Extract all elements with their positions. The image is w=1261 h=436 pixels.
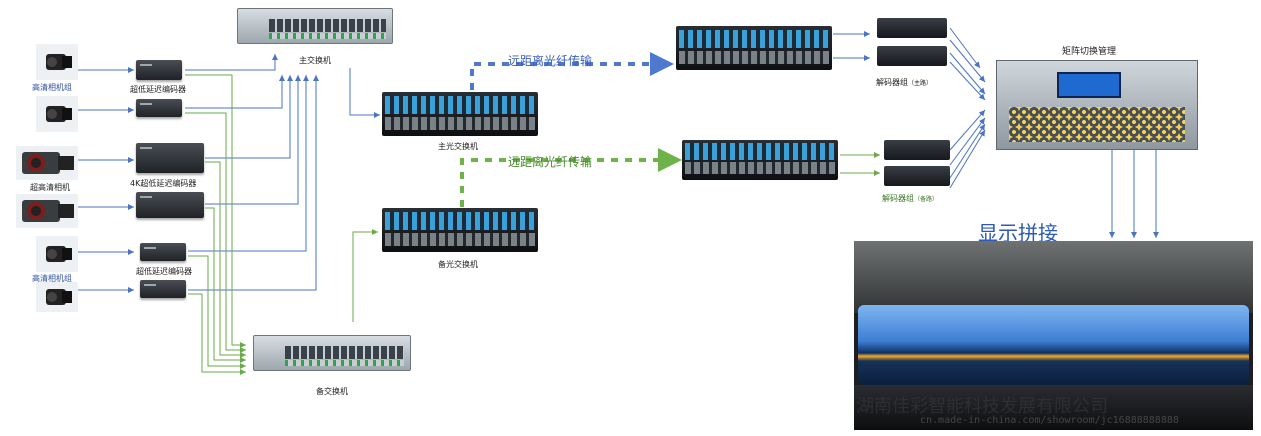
hd-camera-4 xyxy=(36,282,78,312)
camera-icon xyxy=(22,152,74,174)
hd-camera-3 xyxy=(36,236,78,272)
remote-fiber-switch-main xyxy=(676,26,832,70)
main-switch xyxy=(237,8,393,44)
low-latency-encoder-1-label: 超低延迟编码器 xyxy=(130,85,186,94)
matrix-switcher xyxy=(996,60,1198,150)
fiber-link-main xyxy=(470,52,674,90)
decoder-group-backup-name: 解码器组 xyxy=(882,194,914,203)
hd-camera-1 xyxy=(36,44,78,80)
uhd-4k-encoder-2 xyxy=(136,192,204,218)
remote-fiber-switch-backup xyxy=(682,140,838,180)
uhd-camera-label: 超高清相机 xyxy=(30,183,70,192)
decoder-main-2 xyxy=(877,46,947,66)
low-latency-encoder-2 xyxy=(136,99,182,117)
camera-icon xyxy=(46,246,72,262)
camera-icon xyxy=(46,106,72,122)
hd-camera-2 xyxy=(36,96,78,132)
decoder-backup-1 xyxy=(884,140,950,160)
main-fiber-switch-label: 主光交换机 xyxy=(438,142,478,151)
uhd-4k-encoder-label: 4K超低延迟编码器 xyxy=(130,179,197,188)
decoder-group-main-tag: （主路） xyxy=(908,80,933,87)
fiber-transmission-backup-label: 远距离光纤传输 xyxy=(508,155,593,169)
camera-icon xyxy=(22,200,74,222)
decoder-backup-2 xyxy=(884,166,950,186)
main-fiber-switch xyxy=(382,92,538,136)
hd-camera-group-1-label: 高清相机组 xyxy=(32,83,72,92)
matrix-switch-label: 矩阵切换管理 xyxy=(1062,47,1117,57)
video-wall-photo xyxy=(854,241,1253,430)
camera-icon xyxy=(46,54,72,70)
low-latency-encoder-3 xyxy=(140,243,186,261)
hd-camera-group-2-label: 高清相机组 xyxy=(32,274,72,283)
low-latency-encoder-1 xyxy=(136,60,182,80)
fiber-link-backup xyxy=(460,148,682,207)
uhd-camera-2 xyxy=(16,194,78,228)
backup-fiber-switch-label: 备光交换机 xyxy=(438,260,478,269)
backup-switch xyxy=(253,335,411,371)
low-latency-encoder-4 xyxy=(140,280,186,298)
backup-fiber-switch xyxy=(382,208,538,252)
decoder-group-main-name: 解码器组 xyxy=(876,78,908,87)
company-watermark: 湖南佳彩智能科技发展有限公司 xyxy=(856,396,1108,417)
uhd-camera-1 xyxy=(16,146,78,180)
url-watermark: cn.made-in-china.com/showroom/jc16888888… xyxy=(920,415,1179,426)
main-switch-label: 主交换机 xyxy=(299,56,331,65)
decoder-group-backup-label: 解码器组（备路） xyxy=(882,193,938,204)
decoder-main-1 xyxy=(877,18,947,38)
backup-switch-label: 备交换机 xyxy=(316,387,348,396)
uhd-4k-encoder-1 xyxy=(136,143,204,173)
decoder-group-backup-tag: （备路） xyxy=(914,196,939,203)
low-latency-encoder-2-label: 超低延迟编码器 xyxy=(136,267,192,276)
camera-icon xyxy=(46,289,72,305)
fiber-transmission-main-label: 远距离光纤传输 xyxy=(508,54,593,68)
decoder-group-main-label: 解码器组（主路） xyxy=(876,77,932,88)
